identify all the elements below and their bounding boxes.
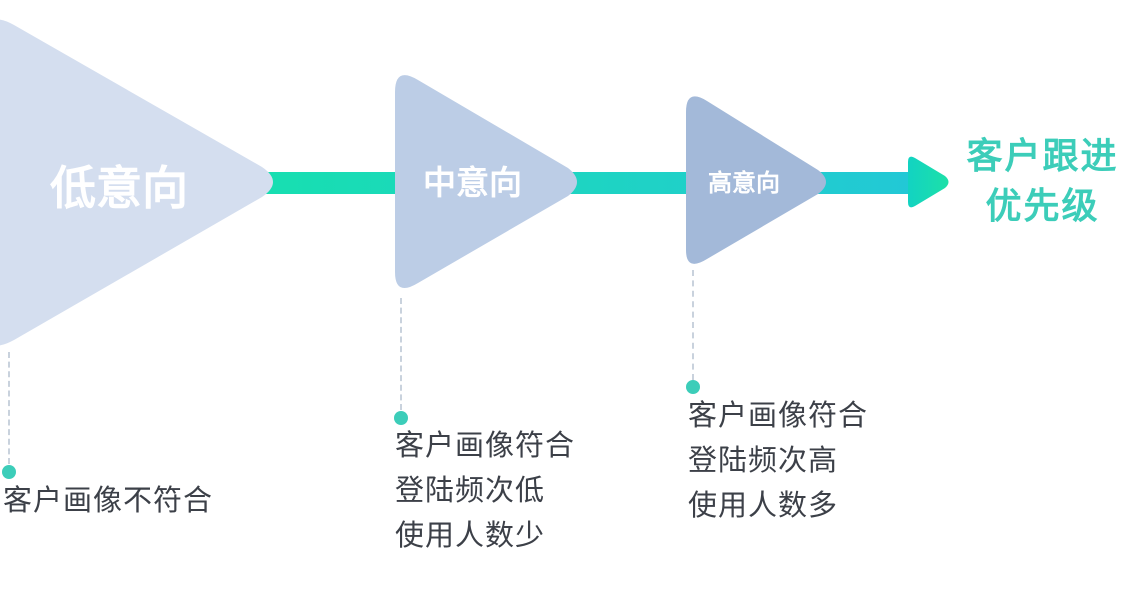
description-line: 客户画像不符合 <box>3 483 214 517</box>
stage-high-triangle <box>686 96 826 264</box>
stage-mid-description: 客户画像符合 登陆频次低 使用人数少 <box>395 423 575 558</box>
description-line: 登陆频次低 <box>395 473 546 507</box>
leader-dot-low <box>2 465 16 479</box>
stage-low-triangle <box>0 19 273 346</box>
description-line: 使用人数多 <box>688 488 839 522</box>
leader-dot-high <box>686 380 700 394</box>
description-line: 客户画像符合 <box>395 428 576 462</box>
stage-high-label: 高意向 <box>708 169 780 197</box>
leader-line-low <box>8 352 10 464</box>
stage-low-label: 低意向 <box>50 161 188 215</box>
goal-label: 客户跟进 优先级 <box>955 132 1130 232</box>
leader-line-high <box>692 270 694 380</box>
stage-mid-label: 中意向 <box>423 163 522 202</box>
goal-line-1: 客户跟进 <box>966 136 1119 177</box>
arrow-head <box>908 156 949 208</box>
description-line: 客户画像符合 <box>688 398 869 432</box>
leader-line-mid <box>400 298 402 410</box>
stage-high-description: 客户画像符合 登陆频次高 使用人数多 <box>688 393 868 528</box>
stage-low-description: 客户画像不符合 <box>3 478 213 523</box>
description-line: 登陆频次高 <box>688 443 839 477</box>
goal-line-2: 优先级 <box>985 186 1100 227</box>
description-line: 使用人数少 <box>395 518 546 552</box>
leader-dot-mid <box>394 411 408 425</box>
stage-mid-triangle <box>395 75 577 289</box>
